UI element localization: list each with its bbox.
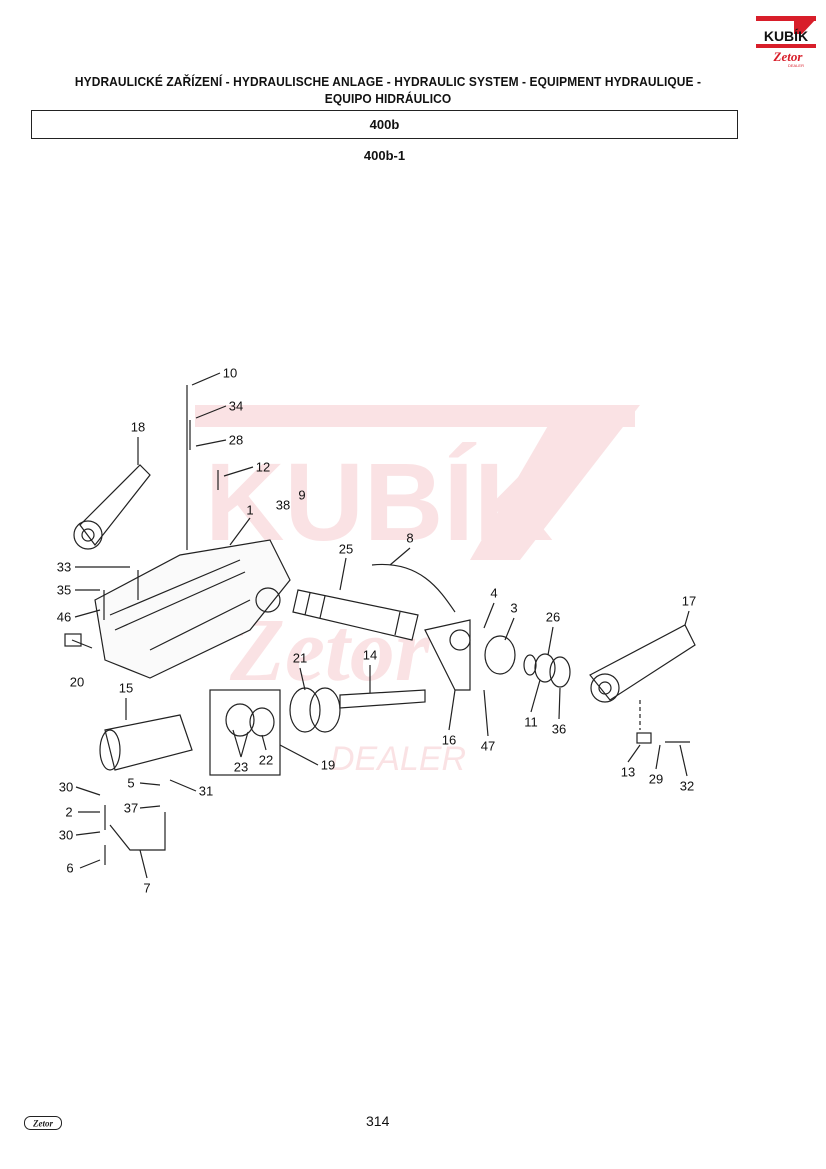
dealer-watermark: KUBÍK Zetor DEALER bbox=[195, 405, 640, 778]
svg-text:DEALER: DEALER bbox=[788, 63, 804, 68]
callout-8: 8 bbox=[406, 530, 414, 546]
callout-25: 25 bbox=[338, 541, 354, 557]
callout-35: 35 bbox=[56, 582, 72, 598]
callout-22: 22 bbox=[258, 752, 274, 768]
callout-31: 31 bbox=[198, 783, 214, 799]
callout-13: 13 bbox=[620, 764, 636, 780]
callout-14: 14 bbox=[362, 647, 378, 663]
callout-2: 2 bbox=[65, 804, 73, 820]
svg-text:Zetor: Zetor bbox=[32, 1119, 53, 1129]
zetor-footer-logo: Zetor bbox=[24, 1116, 62, 1130]
callout-21: 21 bbox=[292, 650, 308, 666]
callout-7: 7 bbox=[143, 880, 151, 896]
callout-46: 46 bbox=[56, 609, 72, 625]
section-code: 400b bbox=[31, 110, 738, 139]
callout-16: 16 bbox=[441, 732, 457, 748]
callout-34: 34 bbox=[228, 398, 244, 414]
callout-5: 5 bbox=[127, 775, 135, 791]
callout-30b: 30 bbox=[58, 827, 74, 843]
callout-3: 3 bbox=[510, 600, 518, 616]
callout-18: 18 bbox=[130, 419, 146, 435]
callout-32: 32 bbox=[679, 778, 695, 794]
callout-19: 19 bbox=[320, 757, 336, 773]
page-title-line2: EQUIPO HIDRÁULICO bbox=[324, 91, 452, 106]
callout-9: 9 bbox=[298, 487, 306, 503]
callout-33: 33 bbox=[56, 559, 72, 575]
subsection-code: 400b-1 bbox=[363, 148, 406, 163]
page-title-line1: HYDRAULICKÉ ZAŘÍZENÍ - HYDRAULISCHE ANLA… bbox=[74, 74, 702, 89]
page-number: 314 bbox=[366, 1113, 390, 1129]
callout-20: 20 bbox=[69, 674, 85, 690]
callout-4: 4 bbox=[490, 585, 498, 601]
callout-17: 17 bbox=[681, 593, 697, 609]
svg-text:KUBÍK: KUBÍK bbox=[764, 28, 808, 44]
callout-36: 36 bbox=[551, 721, 567, 737]
callout-6: 6 bbox=[66, 860, 74, 876]
svg-text:DEALER: DEALER bbox=[330, 740, 466, 778]
callout-47: 47 bbox=[480, 738, 496, 754]
svg-text:Zetor: Zetor bbox=[773, 49, 804, 64]
callout-28: 28 bbox=[228, 432, 244, 448]
callout-30: 30 bbox=[58, 779, 74, 795]
callout-38: 38 bbox=[275, 497, 291, 513]
callout-29: 29 bbox=[648, 771, 664, 787]
kubik-zetor-logo: KUBÍK Zetor DEALER bbox=[756, 16, 816, 68]
callout-1: 1 bbox=[246, 502, 254, 518]
callout-10: 10 bbox=[222, 365, 238, 381]
callout-37: 37 bbox=[123, 800, 139, 816]
callout-23: 23 bbox=[233, 759, 249, 775]
callout-12: 12 bbox=[255, 459, 271, 475]
callout-11: 11 bbox=[524, 714, 538, 730]
callout-15: 15 bbox=[118, 680, 134, 696]
callout-26: 26 bbox=[545, 609, 561, 625]
